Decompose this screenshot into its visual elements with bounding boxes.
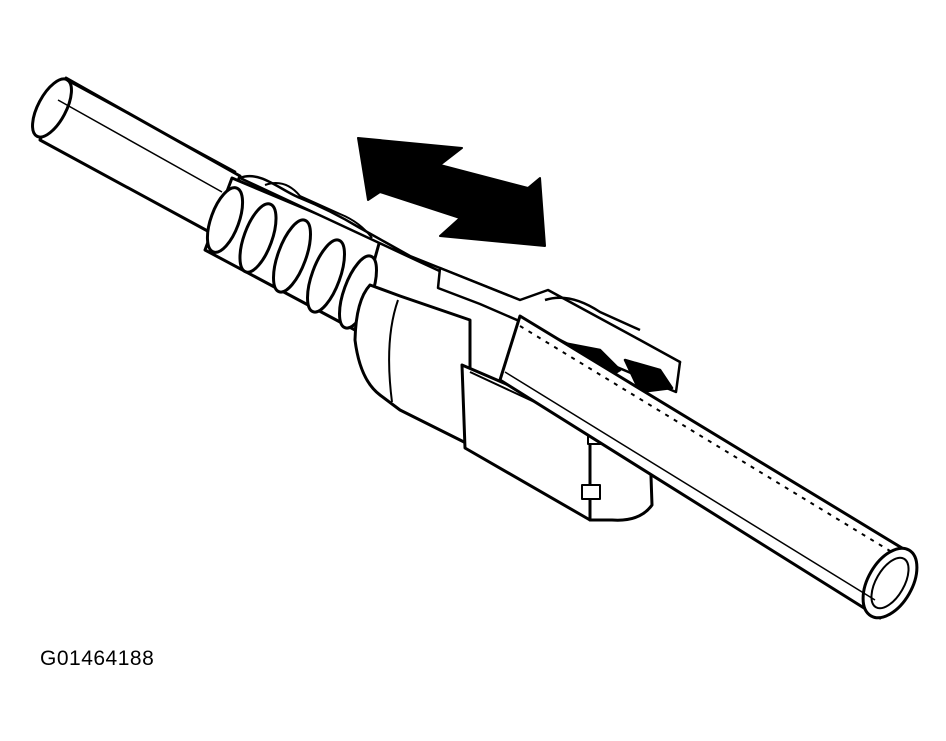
- ribbed-sleeve: [203, 176, 382, 332]
- right-pipe: [498, 314, 919, 620]
- left-pipe: [31, 76, 242, 237]
- connector-body: [353, 283, 472, 447]
- double-headed-arrow-icon: [357, 137, 546, 247]
- figure-id-label: G01464188: [40, 647, 155, 670]
